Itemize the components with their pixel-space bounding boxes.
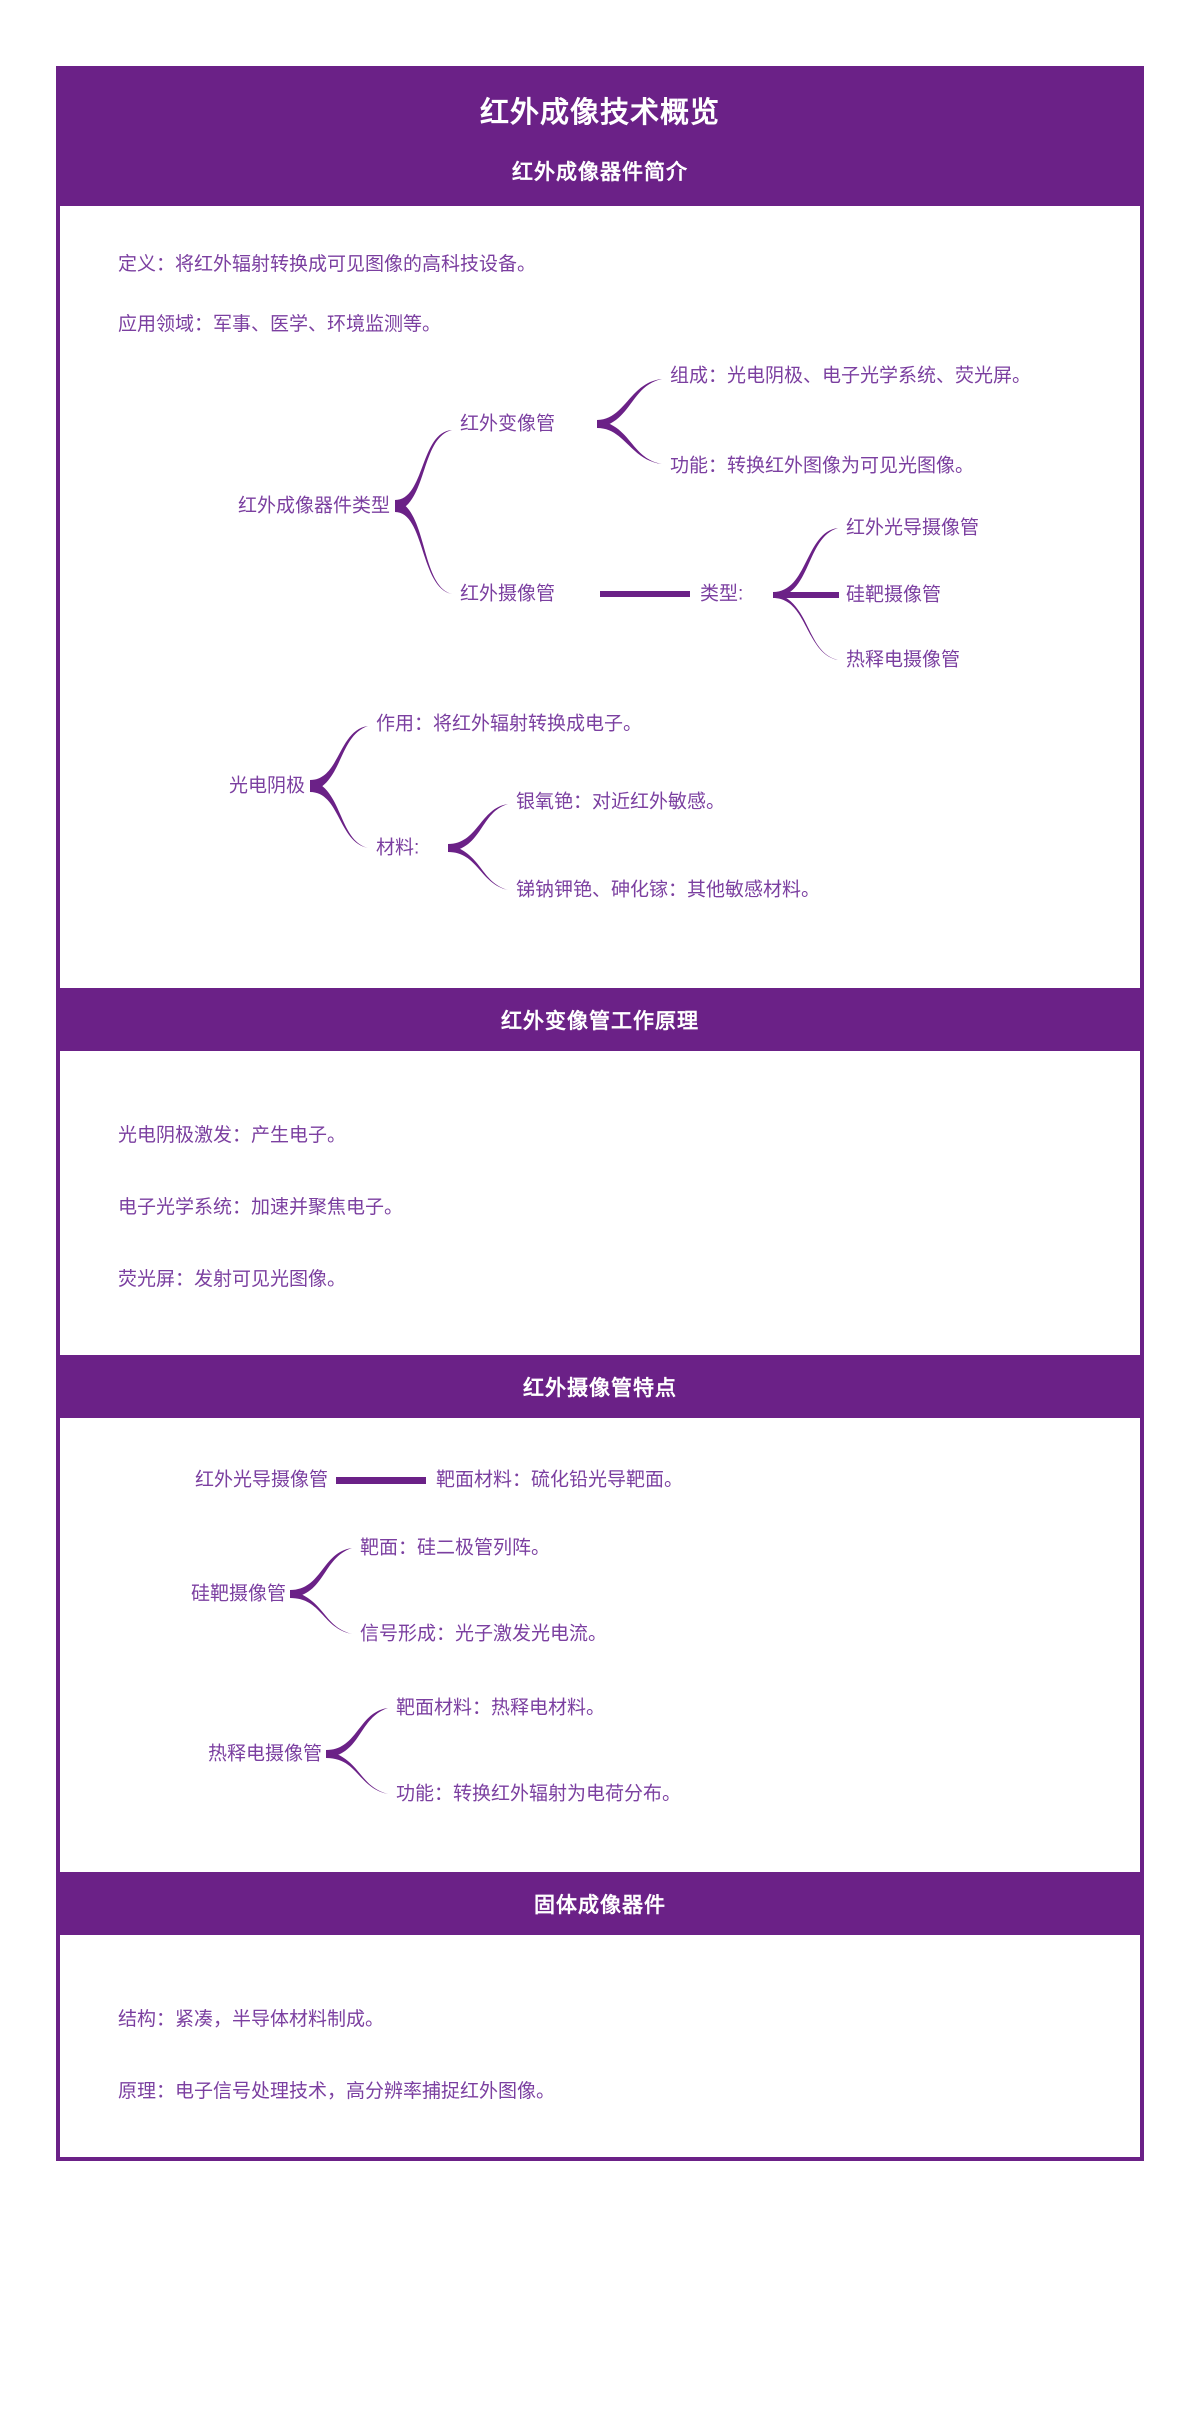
mindmap-leaf-photocathode-role: 作用：将红外辐射转换成电子。 — [376, 713, 643, 734]
section-4-header: 固体成像器件 — [60, 1869, 1140, 1937]
mindmap-leaf-converter-composition: 组成：光电阴极、电子光学系统、荧光屏。 — [670, 365, 1032, 386]
section-4-panel: 结构：紧凑，半导体材料制成。 原理：电子信号处理技术，高分辨率捕捉红外图像。 — [60, 1936, 1140, 2157]
section-2-header: 红外变像管工作原理 — [60, 985, 1140, 1053]
mindmap-node-device-types-root: 红外成像器件类型 — [237, 495, 390, 516]
mindmap-leaf-silicon-target-surface: 靶面：硅二极管列阵。 — [360, 1537, 551, 1558]
mindmap-leaf-pyroelectric-tube: 热释电摄像管 — [846, 649, 961, 670]
mindmap-leaf-silver-oxygen-cesium: 银氧铯：对近红外敏感。 — [516, 791, 726, 812]
mindmap-leaf-other-materials: 锑钠钾铯、砷化镓：其他敏感材料。 — [516, 879, 821, 900]
mindmap-leaf-photoconductive-target: 靶面材料：硫化铅光导靶面。 — [436, 1469, 684, 1490]
section-2-panel: 光电阴极激发：产生电子。 电子光学系统：加速并聚焦电子。 荧光屏：发射可见光图像… — [60, 1052, 1140, 1353]
mindmap-node-camera-tube-types: 类型: — [700, 583, 744, 604]
mindmap-device-types: 红外成像器件类型 红外变像管 组成：光电阴极、电子光学系统、荧光屏。 功能：转换… — [60, 356, 1160, 669]
mindmap-node-photocathode-materials: 材料: — [376, 837, 420, 858]
solidstate-structure-statement: 结构：紧凑，半导体材料制成。 — [118, 2008, 385, 2030]
mindmap-node-silicon-target-root: 硅靶摄像管 — [190, 1583, 286, 1604]
section-3-header: 红外摄像管特点 — [60, 1352, 1140, 1420]
section-3-panel: 红外光导摄像管 靶面材料：硫化铅光导靶面。 硅靶摄像管 靶面：硅二极管列阵。 信… — [60, 1419, 1140, 1870]
mindmap-node-photocathode-root: 光电阴极 — [228, 775, 305, 796]
page-subtitle: 红外成像器件简介 — [512, 160, 688, 184]
section-3-content: 红外光导摄像管 靶面材料：硫化铅光导靶面。 硅靶摄像管 靶面：硅二极管列阵。 信… — [60, 1420, 1140, 1870]
principle-statement-3: 荧光屏：发射可见光图像。 — [118, 1268, 347, 1290]
section-1-panel: 定义：将红外辐射转换成可见图像的高科技设备。 应用领域：军事、医学、环境监测等。 — [60, 205, 1140, 986]
mindmap-leaf-silicon-target-tube: 硅靶摄像管 — [846, 584, 942, 605]
application-statement: 应用领域：军事、医学、环境监测等。 — [118, 313, 442, 335]
solidstate-principle-statement: 原理：电子信号处理技术，高分辨率捕捉红外图像。 — [118, 2080, 556, 2102]
mindmap-leaf-silicon-signal-formation: 信号形成：光子激发光电流。 — [360, 1623, 608, 1644]
mindmap-leaf-converter-function: 功能：转换红外图像为可见光图像。 — [670, 455, 975, 476]
section-1-content: 定义：将红外辐射转换成可见图像的高科技设备。 应用领域：军事、医学、环境监测等。 — [60, 206, 1140, 986]
mindmap-silicon-target: 硅靶摄像管 靶面：硅二极管列阵。 信号形成：光子激发光电流。 — [60, 1530, 1160, 1660]
definition-statement: 定义：将红外辐射转换成可见图像的高科技设备。 — [118, 253, 537, 275]
principle-statement-1: 光电阴极激发：产生电子。 — [118, 1124, 347, 1146]
mindmap-leaf-photoconductive-tube: 红外光导摄像管 — [846, 517, 980, 538]
mindmap-photocathode: 光电阴极 作用：将红外辐射转换成电子。 材料: 银氧铯：对近红外敏感。 锑钠钾铯… — [60, 696, 1160, 916]
poster-card: 红外成像技术概览 红外成像器件简介 定义：将红外辐射转换成可见图像的高科技设备。… — [56, 66, 1144, 2161]
mindmap-photoconductive: 红外光导摄像管 靶面材料：硫化铅光导靶面。 — [60, 1450, 1160, 1510]
mindmap-silicon-target-connectors — [290, 1547, 352, 1634]
mindmap-device-types-connectors — [395, 378, 839, 660]
principle-statement-2: 电子光学系统：加速并聚焦电子。 — [118, 1196, 404, 1218]
poster-header: 红外成像技术概览 红外成像器件简介 — [60, 70, 1140, 206]
mindmap-node-pyroelectric-root: 热释电摄像管 — [207, 1743, 322, 1764]
mindmap-pyroelectric-connectors — [326, 1707, 388, 1794]
mindmap-node-photoconductive-root: 红外光导摄像管 — [194, 1469, 328, 1490]
mindmap-leaf-pyroelectric-function: 功能：转换红外辐射为电荷分布。 — [396, 1783, 682, 1804]
mindmap-pyroelectric: 热释电摄像管 靶面材料：热释电材料。 功能：转换红外辐射为电荷分布。 — [60, 1690, 1160, 1820]
section-4-content: 结构：紧凑，半导体材料制成。 原理：电子信号处理技术，高分辨率捕捉红外图像。 — [60, 1937, 1140, 2157]
section-2-content: 光电阴极激发：产生电子。 电子光学系统：加速并聚焦电子。 荧光屏：发射可见光图像… — [60, 1053, 1140, 1353]
mindmap-node-camera-tube: 红外摄像管 — [460, 583, 556, 604]
page-title: 红外成像技术概览 — [479, 97, 720, 129]
mindmap-leaf-pyroelectric-target: 靶面材料：热释电材料。 — [396, 1697, 606, 1718]
mindmap-node-image-converter-tube: 红外变像管 — [460, 413, 556, 434]
mindmap-photoconductive-connectors — [336, 1476, 426, 1484]
mindmap-photocathode-connectors — [310, 725, 508, 890]
